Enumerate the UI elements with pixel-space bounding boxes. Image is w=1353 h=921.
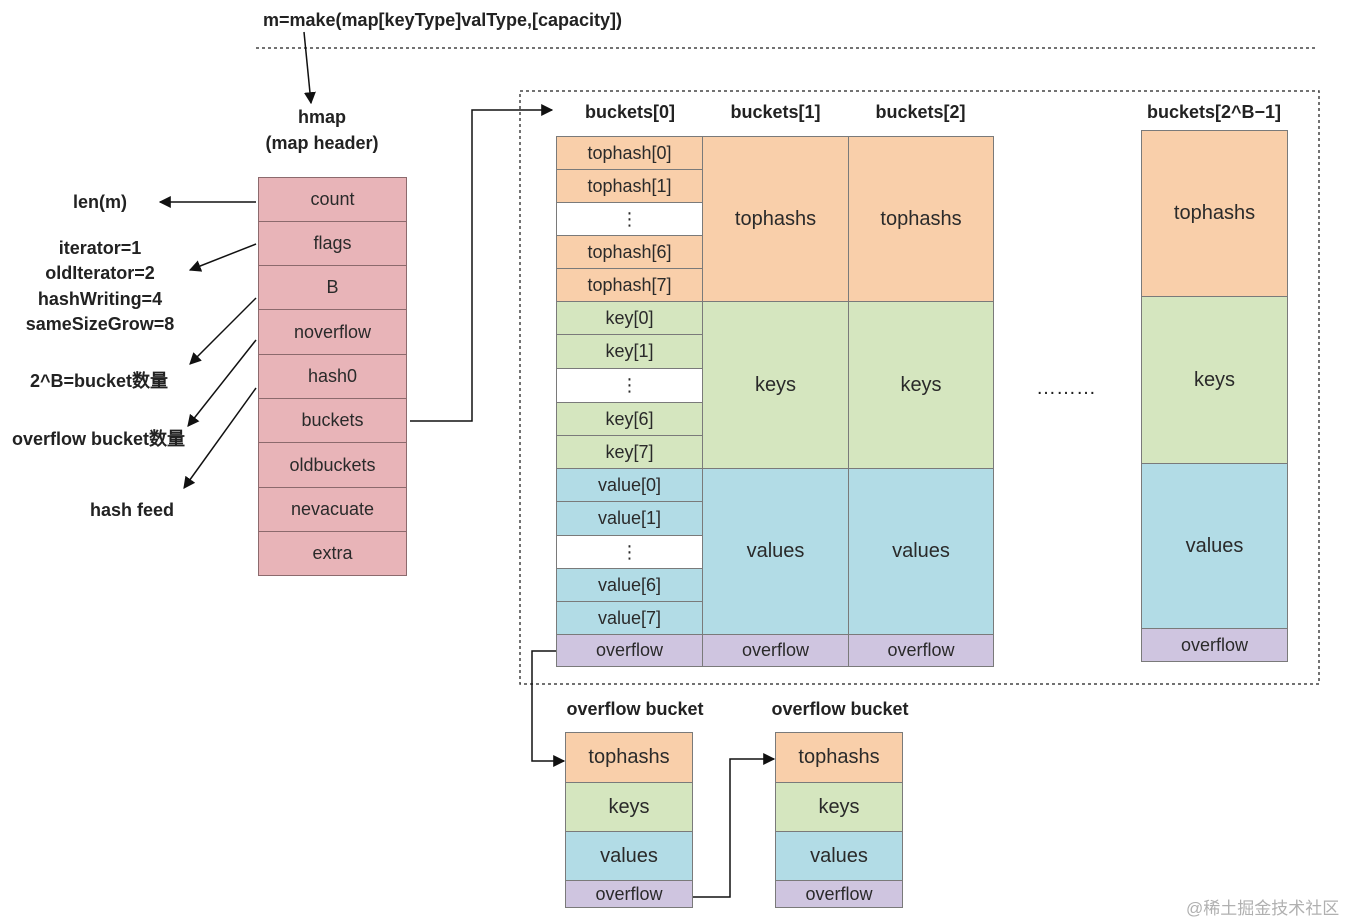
value-cell: value[7] xyxy=(556,601,703,635)
b-arrow xyxy=(189,297,257,365)
hmap-field-flags: flags xyxy=(258,221,407,266)
bucket-last-keys: keys xyxy=(1141,296,1288,464)
buckets-ellipsis: ……… xyxy=(1036,377,1096,399)
key-ellipsis: ⋮ xyxy=(556,368,703,403)
hmap-title: hmap xyxy=(297,107,346,127)
overflow-bucket-1-overflow: overflow xyxy=(565,880,693,908)
bucket2-tophashs: tophashs xyxy=(848,136,994,302)
overflow-bucket-2-tophashs: tophashs xyxy=(775,732,903,783)
bucket-header-0: buckets[0] xyxy=(584,102,676,122)
flag-samesizegrow: sameSizeGrow=8 xyxy=(25,314,175,334)
overflow-pointer-arrow-1 xyxy=(531,650,566,767)
key-cell: key[0] xyxy=(556,301,703,335)
flags-arrow xyxy=(188,243,257,272)
bucket-last-overflow: overflow xyxy=(1141,628,1288,662)
bucket-last-values: values xyxy=(1141,463,1288,629)
formula-arrow xyxy=(303,31,316,105)
hmap-field-count: count xyxy=(258,177,407,222)
bucket-header-2: buckets[2] xyxy=(875,102,966,122)
hash0-annotation: hash feed xyxy=(90,500,175,520)
make-formula: m=make(map[keyType]valType,[capacity]) xyxy=(263,10,622,30)
overflow-bucket-1-values: values xyxy=(565,831,693,881)
tophash-cell: tophash[7] xyxy=(556,268,703,302)
buckets-pointer-arrow xyxy=(410,104,554,422)
tophash-cell: tophash[0] xyxy=(556,136,703,170)
bucket-header-last: buckets[2^B−1] xyxy=(1146,102,1282,122)
bucket2-keys: keys xyxy=(848,301,994,469)
key-cell: key[7] xyxy=(556,435,703,469)
key-cell: key[1] xyxy=(556,334,703,369)
overflow-bucket-label-2: overflow bucket xyxy=(771,699,909,719)
overflow-bucket-2-values: values xyxy=(775,831,903,881)
value-ellipsis: ⋮ xyxy=(556,535,703,569)
hmap-field-buckets: buckets xyxy=(258,398,407,443)
overflow-bucket-2-overflow: overflow xyxy=(775,880,903,908)
flag-olditerator: oldIterator=2 xyxy=(45,263,155,283)
key-cell: key[6] xyxy=(556,402,703,436)
hmap-subtitle: (map header) xyxy=(265,133,379,153)
overflow-bucket-2-keys: keys xyxy=(775,782,903,832)
flag-iterator: iterator=1 xyxy=(58,238,142,258)
noverflow-annotation: overflow bucket数量 xyxy=(12,429,186,449)
hmap-field-b: B xyxy=(258,265,407,310)
noverflow-arrow xyxy=(187,339,257,427)
bucket1-overflow: overflow xyxy=(702,634,849,667)
watermark: @稀土掘金技术社区 xyxy=(1186,899,1340,918)
hmap-field-nevacuate: nevacuate xyxy=(258,487,407,532)
flag-hashwriting: hashWriting=4 xyxy=(37,289,163,309)
overflow-bucket-1-tophashs: tophashs xyxy=(565,732,693,783)
bucket2-values: values xyxy=(848,468,994,635)
hash0-arrow xyxy=(183,387,257,489)
value-cell: value[6] xyxy=(556,568,703,602)
overflow-bucket-label-1: overflow bucket xyxy=(566,699,704,719)
bucket1-keys: keys xyxy=(702,301,849,469)
bucket2-overflow: overflow xyxy=(848,634,994,667)
overflow-bucket-1-keys: keys xyxy=(565,782,693,832)
bucket1-tophashs: tophashs xyxy=(702,136,849,302)
tophash-cell: tophash[6] xyxy=(556,235,703,269)
hmap-field-noverflow: noverflow xyxy=(258,309,407,355)
b-annotation: 2^B=bucket数量 xyxy=(30,371,169,391)
bucket1-values: values xyxy=(702,468,849,635)
value-cell: value[1] xyxy=(556,501,703,536)
bucket0-overflow: overflow xyxy=(556,634,703,667)
hmap-field-hash0: hash0 xyxy=(258,354,407,399)
tophash-cell: tophash[1] xyxy=(556,169,703,203)
bucket-last-tophashs: tophashs xyxy=(1141,130,1288,297)
tophash-ellipsis: ⋮ xyxy=(556,202,703,236)
overflow-pointer-arrow-2 xyxy=(692,753,776,898)
len-annotation: len(m) xyxy=(73,192,127,212)
bucket-header-1: buckets[1] xyxy=(730,102,821,122)
hmap-field-extra: extra xyxy=(258,531,407,576)
hmap-field-oldbuckets: oldbuckets xyxy=(258,442,407,488)
value-cell: value[0] xyxy=(556,468,703,502)
